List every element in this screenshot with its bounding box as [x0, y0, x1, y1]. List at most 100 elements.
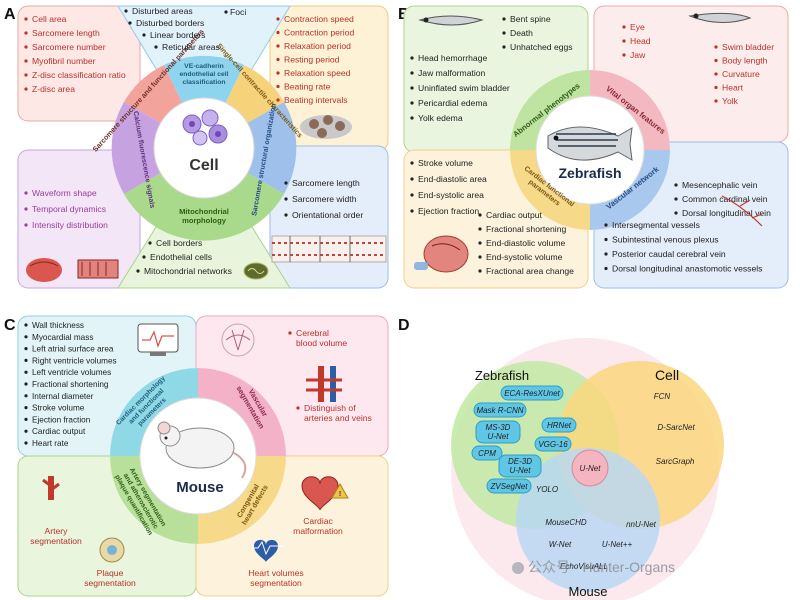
model-name: ECA-ResXUnet [504, 389, 560, 398]
bullet-dot [24, 358, 28, 362]
larva-icon-small [688, 12, 752, 23]
list-item: Left atrial surface area [32, 345, 114, 354]
mitochondria-icon [243, 262, 269, 280]
model-name: W-Net [549, 540, 572, 549]
d-label-zebrafish: Zebrafish [475, 368, 529, 383]
bullet-dot [410, 101, 414, 105]
bullet-dot [604, 237, 608, 242]
vessel-icon [721, 195, 763, 227]
list-item: Temporal dynamics [32, 204, 106, 214]
model-name: HRNet [547, 421, 572, 430]
bullet-dot [136, 269, 140, 273]
model-pill [475, 420, 521, 444]
list-item: Fractional shortening [32, 380, 109, 389]
list-item: Fractional shortening [486, 224, 566, 234]
bullet-dot [284, 181, 288, 185]
list-item: Head hemorrhage [418, 53, 487, 63]
panel-d: D Zebrafish Cell Mouse U-Net ECA-ResXUne… [398, 317, 724, 600]
model-pill [486, 478, 532, 494]
bullet-dot [142, 255, 146, 259]
bullet-dot [410, 177, 414, 181]
list-item: End-systolic area [418, 190, 484, 200]
bullet-dot [276, 57, 280, 62]
model-name: ZVSegNet [490, 482, 529, 491]
list-item: Yolk [722, 96, 739, 106]
model-pill [541, 417, 577, 433]
bullet-dot [410, 86, 414, 90]
d-set-mouse [516, 448, 660, 592]
bullet-dot [24, 17, 28, 21]
bullet-dot [24, 59, 28, 63]
a-foci-item: Foci [224, 7, 246, 17]
list-item: Heart rate [32, 439, 69, 448]
model-pill [473, 402, 527, 418]
list-item: Yolk edema [418, 113, 463, 123]
list-item: Stroke volume [418, 158, 473, 168]
bullet-dot [410, 71, 414, 75]
list-item: End-diastolic area [418, 174, 487, 184]
list-item: Waveform shape [32, 188, 97, 198]
list-item: Fractional area change [486, 266, 574, 276]
list-item: Internal diameter [32, 392, 94, 401]
bullet-dot [24, 323, 28, 327]
bullet-dot [124, 9, 128, 13]
d-yolo-model: YOLO [536, 485, 558, 494]
panel-a-letter: A [4, 6, 16, 23]
bullet-dot [410, 209, 414, 213]
cell-cluster-icon [182, 109, 228, 146]
panel-a: A Cell Sarcomere structure and func [4, 5, 389, 289]
cell-dish-icon [300, 115, 352, 139]
bullet-dot [410, 116, 414, 120]
list-item: Cardiac output [486, 210, 543, 220]
list-item: Sarcomere length [32, 28, 100, 38]
a-foci-text: Foci [230, 7, 246, 17]
list-item: Posterior caudal cerebral vein [612, 249, 726, 259]
list-item: Cardiac output [32, 427, 86, 436]
bullet-dot [410, 56, 414, 60]
bullet-dot [284, 213, 288, 217]
list-item: Relaxation speed [284, 68, 351, 78]
bullet-dot [24, 31, 28, 35]
list-item: Swim bladder [722, 42, 774, 52]
list-item: Unhatched eggs [510, 42, 573, 52]
model-name: EchoVisuALL [560, 562, 608, 571]
bullet-dot [674, 183, 678, 187]
bullet-dot [142, 33, 146, 37]
list-item: Linear borders [150, 30, 205, 40]
d-center-overlap [571, 449, 609, 487]
list-item: Eye [630, 22, 645, 32]
bullet-dot [622, 39, 626, 43]
list-item: Left ventricle volumes [32, 368, 111, 377]
larva-icon [418, 15, 484, 26]
bullet-dot [674, 211, 678, 215]
bullet-dot [24, 370, 28, 374]
list-item: End-systolic volume [486, 252, 563, 262]
list-item: Pericardial edema [418, 98, 487, 108]
bullet-dot [24, 347, 28, 351]
mouse-icon [157, 421, 247, 479]
zebrafish-icon [547, 126, 633, 161]
bullet-dot [276, 71, 280, 75]
model-pill [534, 436, 572, 452]
d-label-cell: Cell [655, 367, 679, 383]
panel-c-letter: C [4, 317, 16, 334]
monitor-icon [137, 323, 179, 356]
list-item: Myocardial mass [32, 333, 93, 342]
list-item: Dorsal longitudinal vein [682, 208, 771, 218]
bullet-dot [674, 197, 678, 201]
